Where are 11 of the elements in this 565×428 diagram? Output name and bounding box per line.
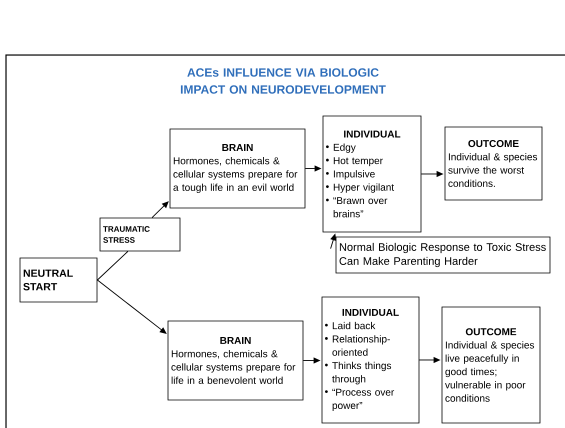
- callout-box: Normal Biologic Response to Toxic Stress Can Make Parenting Harder: [336, 236, 550, 274]
- title: ACEs INFLUENCE VIA BIOLOGIC IMPACT ON NEURODEVELOPMENT: [180, 68, 386, 94]
- start-box: NEUTRAL START: [20, 258, 98, 302]
- arrow: [152, 201, 169, 218]
- process-box: BRAIN Hormones, chemicals & cellular systems prepare for a tough life in an evil world: [170, 128, 306, 208]
- list-box: INDIVIDUAL Laid back Relationship-oriented Thinks things through “Process over power”: [322, 296, 420, 424]
- list-box: INDIVIDUAL Edgy Hot temper Impulsive Hyper vigilant “Brawn over brains”: [322, 116, 422, 232]
- process-box: OUTCOME Individual & species survive the worst conditions.: [444, 126, 542, 200]
- trigger-box: TRAUMATIC STRESS: [100, 218, 180, 252]
- process-box: BRAIN Hormones, chemicals & cellular systems prepare for life in a benevolent world: [168, 320, 304, 400]
- process-box: OUTCOME Individual & species live peacefully in good times; vulnerable in poor conditions: [442, 306, 540, 424]
